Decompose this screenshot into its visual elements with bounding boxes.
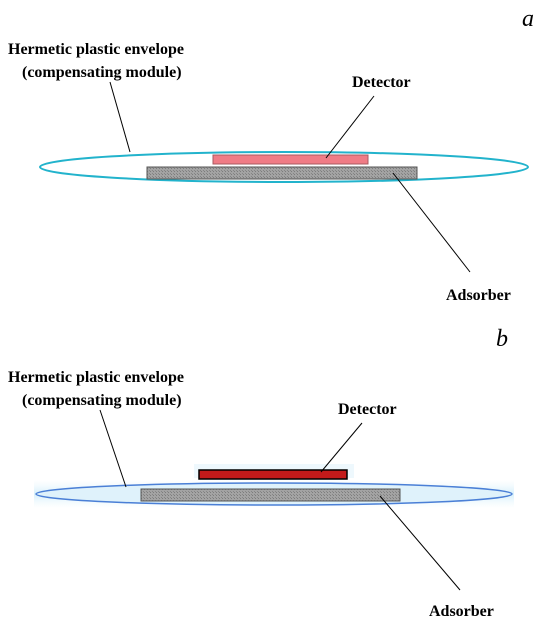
panel-b-envelope-leader	[99, 409, 127, 488]
panel-a-envelope-label-line1: Hermetic plastic envelope	[8, 41, 184, 58]
panel-a-adsorber-label: Adsorber	[446, 287, 511, 304]
panel-b-detector-leader	[320, 422, 363, 473]
panel-b-adsorber-label: Adsorber	[429, 603, 494, 620]
panel-a-envelope-leader	[109, 81, 131, 153]
panel-b-adsorber-leader	[379, 495, 461, 591]
panel-a-envelope	[39, 151, 529, 183]
panel-b-detector-label: Detector	[338, 401, 397, 418]
panel-a-adsorber-leader	[392, 172, 471, 273]
panel-b-letter: b	[496, 326, 508, 352]
panel-b-adsorber	[140, 488, 401, 502]
panel-a-detector-leader	[325, 95, 375, 159]
panel-b-envelope-label-line2: (compensating module)	[22, 392, 182, 409]
panel-a-detector-label: Detector	[352, 74, 411, 91]
panel-a: a Hermetic plastic envelope (compensatin…	[8, 6, 534, 304]
panel-a-adsorber	[146, 166, 418, 180]
panel-a-envelope-label-line2: (compensating module)	[22, 64, 182, 81]
panel-b-detector	[198, 469, 348, 480]
panel-b: b Hermetic plastic envelope (compensatin…	[8, 326, 514, 620]
panel-b-envelope-label-line1: Hermetic plastic envelope	[8, 369, 184, 386]
panel-a-detector	[212, 154, 369, 165]
panel-a-letter: a	[522, 6, 534, 32]
